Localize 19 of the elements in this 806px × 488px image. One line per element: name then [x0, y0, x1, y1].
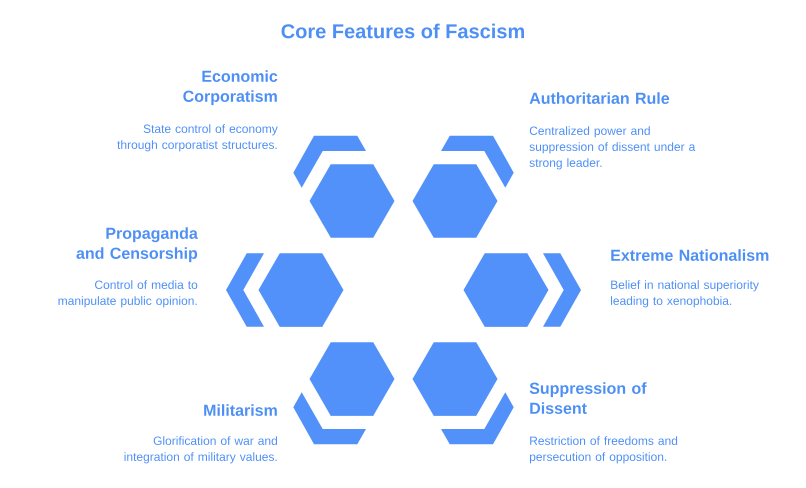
- feature-description: State control of economy through corporatist structures.: [117, 124, 278, 152]
- feature-heading: Propaganda and Censorship: [76, 227, 198, 262]
- feature-description: Control of media to manipulate public opinion.: [58, 280, 198, 308]
- hexagon-drawing: [293, 342, 394, 444]
- feature-description: Centralized power and suppression of dissent under a strong leader.: [530, 126, 696, 170]
- feature-heading: Economic Corporatism: [183, 70, 278, 106]
- title: Core Features of Fascism: [282, 24, 524, 38]
- hexagon-drawing: [412, 136, 514, 238]
- hexagon-drawing: [464, 253, 581, 327]
- hexagon-drawing: [412, 342, 514, 444]
- feature-description: Restriction of freedoms and persecution of opposition.: [530, 436, 678, 464]
- feature-heading: Extreme Nationalism: [611, 249, 768, 261]
- feature-heading: Authoritarian Rule: [530, 92, 670, 104]
- feature-heading: Suppression of Dissent: [530, 382, 647, 414]
- feature-description: Belief in national superiority leading to xenophobia.: [611, 280, 759, 308]
- hexagon-drawing: [293, 136, 394, 238]
- feature-heading: Militarism: [204, 404, 277, 416]
- feature-description: Glorification of war and integration of military values.: [124, 436, 277, 464]
- hexagon-drawing: [226, 253, 344, 327]
